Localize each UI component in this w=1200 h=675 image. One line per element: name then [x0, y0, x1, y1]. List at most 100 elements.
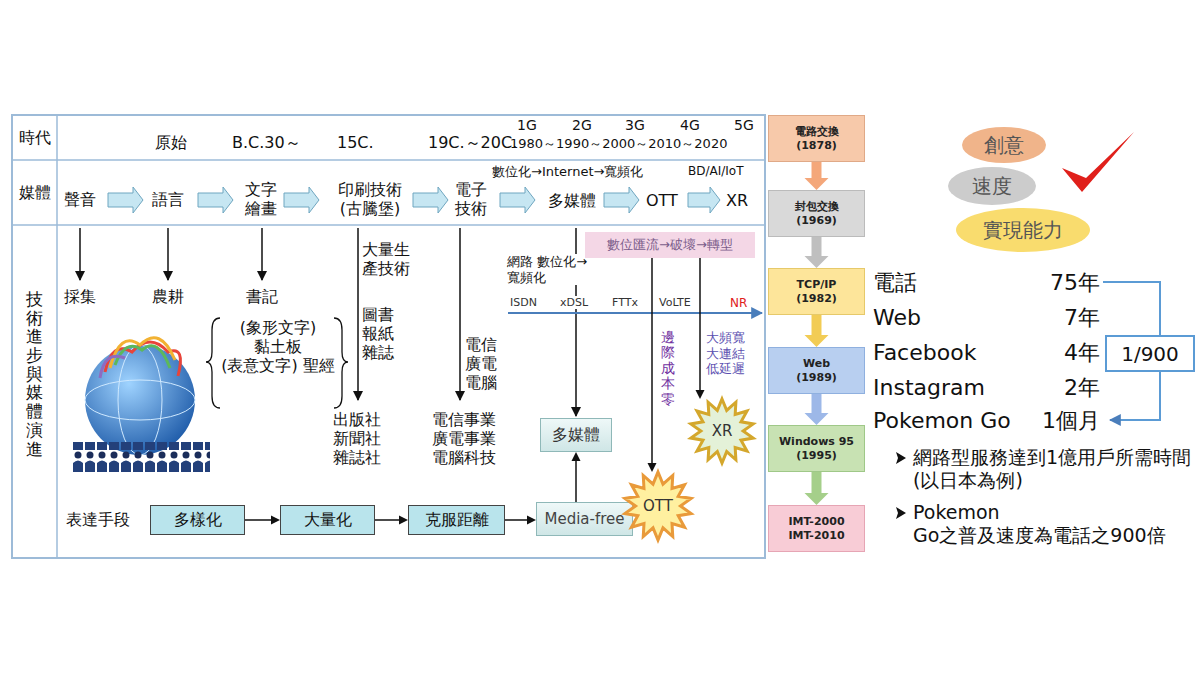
process-box: 克服距離: [408, 505, 505, 535]
starburst-node: XR: [690, 399, 754, 463]
connector-line: [505, 519, 527, 521]
process-box: 1/900: [1105, 335, 1195, 372]
text-label: 出版社 新聞社 雜誌社: [330, 410, 384, 468]
text-label: Web: [873, 305, 921, 331]
text-label: 15C.: [337, 133, 374, 152]
process-box: 多樣化: [150, 505, 245, 535]
text-label: 數位化→Internet→寬頻化: [492, 164, 643, 180]
text-label: 2年: [1020, 375, 1100, 401]
process-box: 大量化: [280, 505, 375, 535]
node-text: 多樣化: [174, 510, 222, 529]
text-label: 聲音: [64, 190, 96, 209]
text-label: 3G: [625, 117, 645, 134]
network-line: [508, 312, 762, 314]
connector: [696, 258, 705, 399]
connector: [572, 452, 581, 502]
arrow-head: [648, 463, 657, 472]
row-divider: [12, 159, 765, 161]
node-text: 多媒體: [552, 425, 600, 444]
node-text: (1969): [796, 214, 837, 227]
connector: [805, 315, 829, 347]
globe-line: [85, 380, 195, 420]
process-box: IMT-2000IMT-2010: [768, 505, 865, 552]
text-label: Pokemon Go: [873, 408, 1011, 434]
text-label: Pokemon Go之普及速度為電話之900倍: [913, 501, 1171, 547]
bullet: [896, 507, 906, 519]
text-label: ISDN: [508, 296, 539, 309]
connector: [505, 516, 536, 525]
arrow-head: [527, 516, 536, 525]
connector-line: [812, 315, 822, 335]
text-label: 網路型服務達到1億用戶所需時間(以日本為例): [913, 446, 1171, 492]
node-text: XR: [712, 422, 733, 440]
text-label: B.C.30～: [232, 133, 301, 152]
oval-node: 速度: [948, 167, 1036, 205]
chevron-arrow: [500, 187, 535, 213]
node-text: IMT-2010: [788, 529, 844, 542]
text-label: 多媒體: [548, 191, 596, 210]
text-label: XR: [726, 191, 748, 210]
text-label: 4G: [680, 117, 700, 134]
process-box: Windows 95(1995): [768, 425, 865, 472]
text-label: 語言: [152, 190, 184, 209]
text-label: 邊際成本零: [661, 330, 675, 407]
node-text: TCP/IP: [797, 278, 837, 291]
connector-line: [812, 237, 822, 256]
text-label: 採集: [64, 287, 96, 306]
text-label: 電子 技術: [453, 180, 489, 218]
globe-line: [118, 345, 162, 455]
process-box: TCP/IP(1982): [768, 268, 865, 315]
process-box: 電路交換(1878): [768, 115, 865, 162]
text-label: 表達手段: [66, 510, 130, 529]
chevron-arrow: [688, 187, 720, 213]
head-outline: [110, 338, 175, 368]
connector: [245, 516, 280, 525]
starburst-outline: [625, 472, 691, 540]
right-brace: [334, 318, 348, 408]
arrow-head: [805, 178, 829, 190]
text-label: 1個月: [1020, 408, 1100, 434]
starburst-node: OTT: [624, 472, 692, 540]
connector: [805, 472, 829, 505]
column-divider: [56, 115, 58, 558]
text-label: 印刷技術 (古騰堡): [328, 180, 412, 218]
process-box: 封包交換(1969): [768, 190, 865, 237]
oval-node: 實現能力: [956, 208, 1090, 252]
arrow-head: [805, 335, 829, 347]
process-box: Media-free: [536, 502, 633, 536]
text-label: 19C.～20C.: [428, 133, 517, 152]
arrow-head: [572, 452, 581, 461]
text-label: 1980～1990～2000～2010～2020: [510, 136, 727, 152]
connector-line: [812, 472, 822, 493]
node-text: (1982): [796, 292, 837, 305]
down-arrow: [357, 228, 359, 400]
arrow-head: [696, 390, 705, 399]
head-outline: [100, 356, 125, 378]
node-text: Media-free: [544, 510, 624, 528]
text-label: OTT: [646, 191, 678, 210]
connector: [375, 516, 408, 525]
down-arrow: [79, 228, 81, 280]
connector-line: [575, 461, 577, 502]
node-text: Web: [803, 357, 830, 370]
node-text: (1878): [796, 139, 837, 152]
connector-line: [812, 162, 822, 178]
connector-line: [245, 519, 271, 521]
text-label: VoLTE: [657, 296, 693, 309]
text-label: 5G: [734, 117, 754, 134]
text-label: 文字 繪畫: [243, 180, 279, 218]
arrow-head: [805, 413, 829, 425]
text-label: Facebook: [873, 340, 976, 366]
text-label: 書記: [246, 287, 278, 306]
text-label: 技術進步與媒體演進: [26, 290, 43, 458]
connector-line: [651, 258, 653, 463]
row-divider: [12, 224, 765, 226]
node-text: OTT: [643, 497, 673, 515]
connector: [648, 258, 657, 472]
arrow-head: [399, 516, 408, 525]
node-text: 數位匯流→破壞→轉型: [607, 237, 733, 253]
text-label: 農耕: [152, 287, 184, 306]
